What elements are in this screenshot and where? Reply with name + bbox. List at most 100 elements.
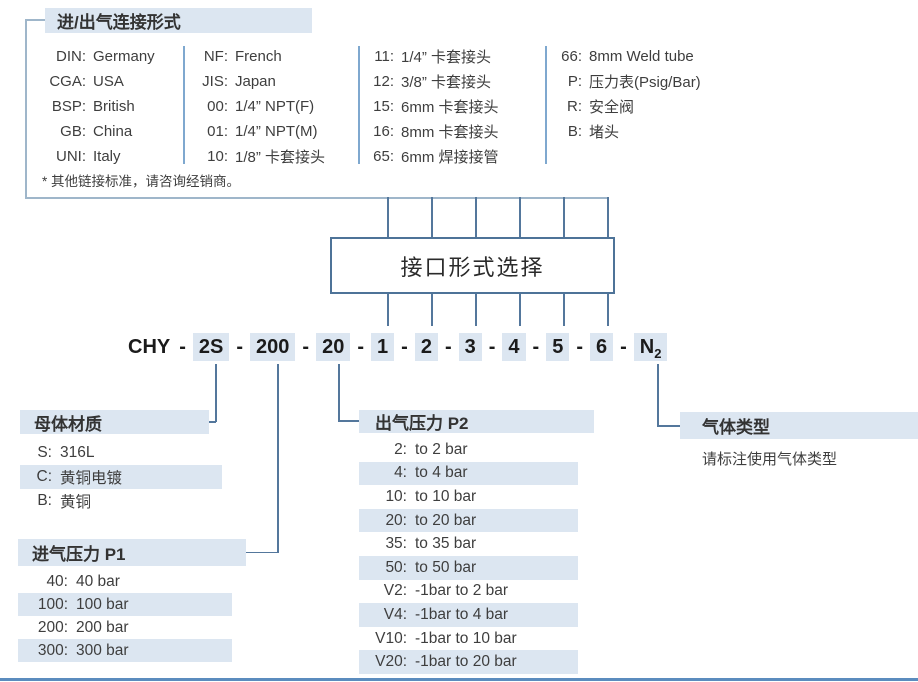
model-code-segment: - <box>179 336 186 358</box>
connection-option-row: R:安全阀 <box>567 98 635 116</box>
connector-line-gas <box>657 364 659 426</box>
model-code-segment: - <box>444 336 452 358</box>
model-code-segment: - <box>532 336 540 358</box>
p1-option-row: 40:40 bar <box>46 572 120 590</box>
model-code-segment: 6 <box>590 333 614 361</box>
p2-option-row: V20:-1bar to 20 bar <box>359 650 578 674</box>
connector-line-p2 <box>338 420 359 422</box>
model-code-segment: - <box>576 336 583 358</box>
p2-option-row: V10:-1bar to 10 bar <box>375 629 517 647</box>
connector-line-p1 <box>277 364 279 553</box>
connector-line-material <box>215 364 217 422</box>
p1-option-row: 300:300 bar <box>18 639 232 662</box>
connection-option-row: 15:6mm 卡套接头 <box>373 98 499 116</box>
model-code-segment: - <box>302 336 310 358</box>
p2-section-title-text: 出气压力 P2 <box>375 414 469 433</box>
connector-line-gas <box>657 425 680 427</box>
p2-option-row: 2:to 2 bar <box>394 440 468 458</box>
material-section-title-text: 母体材质 <box>34 414 102 434</box>
bracket-top-line <box>25 19 46 21</box>
connection-option-row: UNI:Italy <box>56 148 121 165</box>
connection-column-3: 11:1/4” 卡套接头 12:3/8” 卡套接头 15:6mm 卡套接头 16:8m… <box>368 44 499 169</box>
connector-line-p2 <box>338 364 340 421</box>
connection-option-row: 16:8mm 卡套接头 <box>373 123 499 141</box>
model-code-segment: 5 <box>546 333 570 361</box>
connection-option-row: CGA:USA <box>49 73 124 90</box>
connection-option-row: 10:1/8” 卡套接头 <box>207 148 326 166</box>
connection-option-row: P:压力表(Psig/Bar) <box>567 73 701 91</box>
connector-line <box>563 197 565 237</box>
p1-option-row: 200:200 bar <box>37 618 129 636</box>
connector-line <box>519 197 521 237</box>
model-code-segment: - <box>236 336 244 358</box>
material-options: S:316L C:黄铜电镀 B:黄铜 <box>20 441 222 513</box>
model-code-segment: 200 <box>250 333 296 361</box>
p2-option-row: 35:to 35 bar <box>385 535 477 553</box>
page-bottom-rule <box>0 678 918 681</box>
model-code-segment: 2S <box>192 333 230 361</box>
connection-section-title-text: 进/出气连接形式 <box>57 13 181 32</box>
p1-section-title-text: 进气压力 P1 <box>32 545 126 564</box>
model-code-segment: - <box>357 336 365 358</box>
connection-option-row: BSP:British <box>51 98 135 115</box>
connection-box-bottom-line <box>25 197 608 199</box>
connection-section-title: 进/出气连接形式 <box>45 8 312 33</box>
model-code-segment: CHY <box>128 336 171 358</box>
p2-option-row: V2:-1bar to 2 bar <box>383 582 509 600</box>
connection-option-row: 12:3/8” 卡套接头 <box>373 73 492 91</box>
connector-line-p1 <box>237 551 278 553</box>
connector-line <box>431 294 433 326</box>
connection-footnote: * 其他链接标准，请咨询经销商。 <box>42 174 241 189</box>
connection-option-row: GB:China <box>60 123 133 140</box>
material-option-row: S:316L <box>37 444 95 461</box>
model-code-segment: - <box>620 336 627 358</box>
connection-option-row: NF:French <box>203 48 282 65</box>
connector-line <box>387 294 389 326</box>
material-option-row: B:黄铜 <box>37 492 92 511</box>
p2-option-row: V4:-1bar to 4 bar <box>359 603 578 627</box>
connector-line <box>387 197 389 237</box>
model-code-segment: 20 <box>316 333 351 361</box>
connector-line <box>431 197 433 237</box>
model-code-segment: 2 <box>414 333 438 361</box>
p2-option-row: 10:to 10 bar <box>385 487 477 505</box>
column-separator <box>545 46 547 164</box>
gas-section-title: 气体类型 <box>680 412 918 439</box>
model-code-segment: - <box>488 336 496 358</box>
connector-line <box>607 197 609 237</box>
material-section-title: 母体材质 <box>20 410 209 434</box>
column-separator <box>358 46 360 164</box>
material-option-row: C:黄铜电镀 <box>20 465 222 489</box>
connector-line <box>607 294 609 326</box>
column-separator <box>183 46 185 164</box>
connector-line <box>475 197 477 237</box>
p2-option-row: 50:to 50 bar <box>359 555 578 580</box>
connector-line <box>475 294 477 326</box>
interface-selection-label: 接口形式选择 <box>400 254 545 280</box>
bracket-left-line <box>25 19 27 198</box>
model-code-segment: N2 <box>633 333 668 361</box>
model-code-segment: 4 <box>502 333 526 361</box>
interface-selection-box: 接口形式选择 <box>330 237 615 294</box>
connection-option-row: DIN:Germany <box>56 48 155 65</box>
model-code-segment: - <box>401 336 408 358</box>
connection-option-row: 65:6mm 焊接接管 <box>373 148 499 166</box>
p1-section-title: 进气压力 P1 <box>18 539 246 566</box>
connection-option-row: 01:1/4” NPT(M) <box>207 123 318 140</box>
p2-option-row: 20:to 20 bar <box>359 508 578 533</box>
connection-option-row: 11:1/4” 卡套接头 <box>374 48 492 66</box>
connection-option-row: 66:8mm Weld tube <box>561 48 694 65</box>
connector-line <box>519 294 521 326</box>
connection-option-row: 00:1/4” NPT(F) <box>207 98 315 115</box>
model-code-segment: 1 <box>371 333 395 361</box>
gas-section-title-text: 气体类型 <box>702 418 770 437</box>
model-code-segment: 3 <box>458 333 482 361</box>
connection-option-row: JIS:Japan <box>202 73 276 90</box>
model-code: CHY-2S-200-20-1-2-3-4-5-6-N2 <box>126 331 668 363</box>
